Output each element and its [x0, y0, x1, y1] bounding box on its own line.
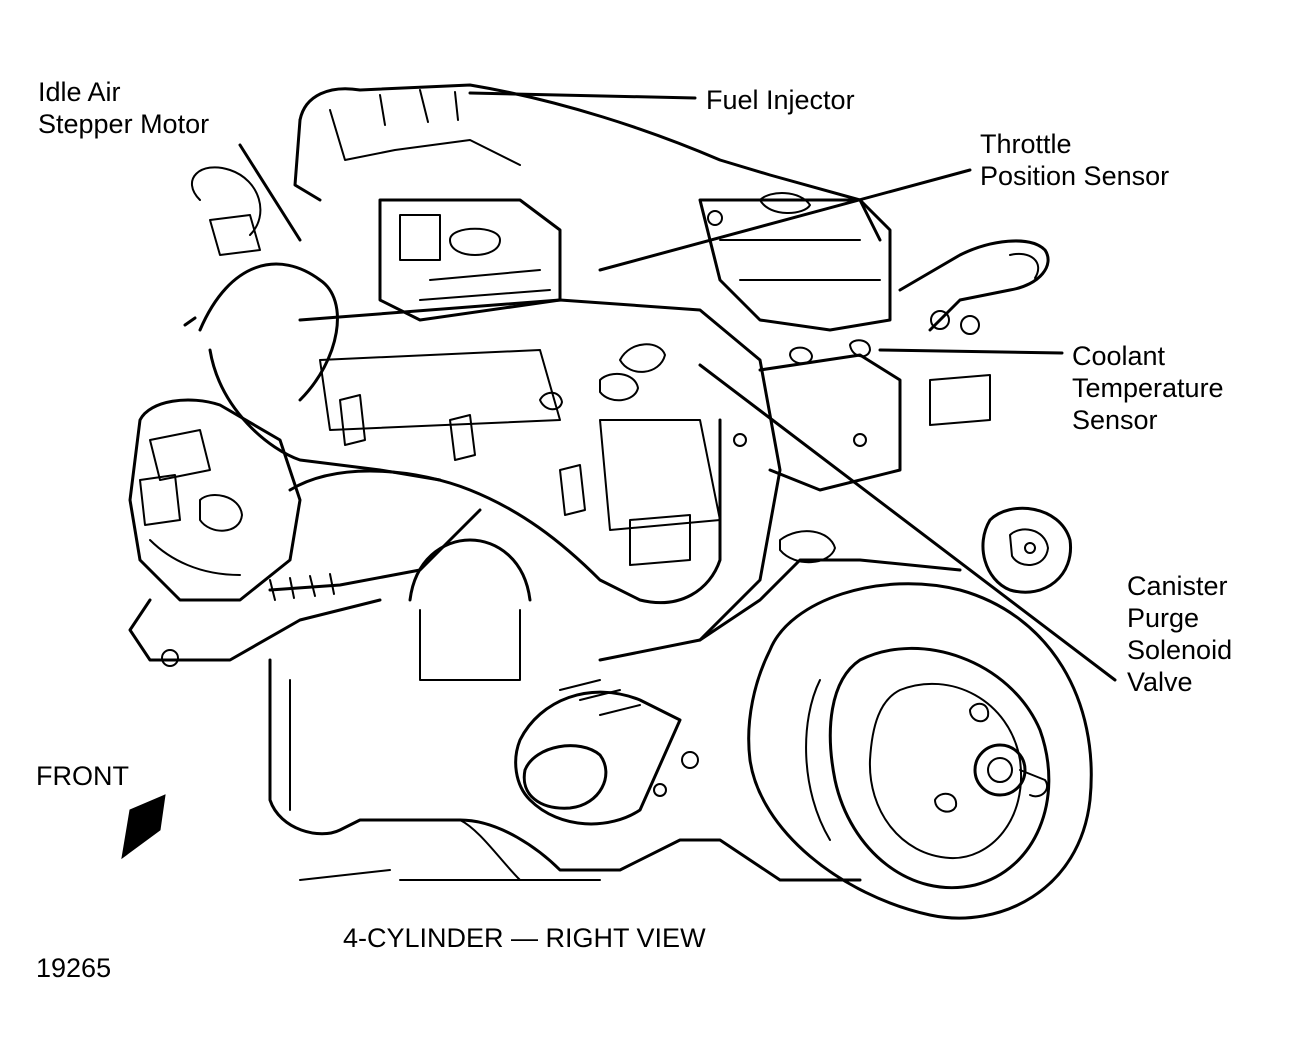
- label-line: Sensor: [1072, 405, 1158, 435]
- figure-number: 19265: [36, 953, 112, 983]
- leader-coolant: [878, 348, 1064, 355]
- label-line: Coolant: [1072, 341, 1166, 371]
- label-coolant: Coolant Temperature Sensor: [1072, 340, 1224, 436]
- label-line: Fuel Injector: [706, 85, 855, 115]
- label-canister: Canister Purge Solenoid Valve: [1127, 570, 1232, 698]
- label-line: Solenoid: [1127, 635, 1233, 665]
- figure-caption: 4-CYLINDER — RIGHT VIEW: [343, 923, 706, 953]
- label-line: Idle Air: [38, 77, 121, 107]
- engine-illustration: [128, 83, 1093, 920]
- label-line: Position Sensor: [980, 161, 1170, 191]
- label-throttle: Throttle Position Sensor: [980, 128, 1169, 192]
- leader-lines: [183, 91, 1117, 682]
- label-line: Valve: [1127, 667, 1193, 697]
- leader-canister: [698, 363, 1117, 682]
- label-idle-air: Idle Air Stepper Motor: [38, 76, 209, 140]
- label-fuel-injector: Fuel Injector: [706, 84, 855, 116]
- label-line: Stepper Motor: [38, 109, 210, 139]
- leader-throttle: [598, 168, 972, 272]
- leader-idle-air: [238, 143, 302, 242]
- label-line: Purge: [1127, 603, 1200, 633]
- label-line: Throttle: [980, 129, 1072, 159]
- label-line: Canister: [1127, 571, 1228, 601]
- front-label: FRONT: [36, 761, 129, 791]
- leader-fuel-injector: [468, 91, 697, 100]
- front-arrow-icon: [121, 794, 166, 860]
- label-line: Temperature: [1072, 373, 1224, 403]
